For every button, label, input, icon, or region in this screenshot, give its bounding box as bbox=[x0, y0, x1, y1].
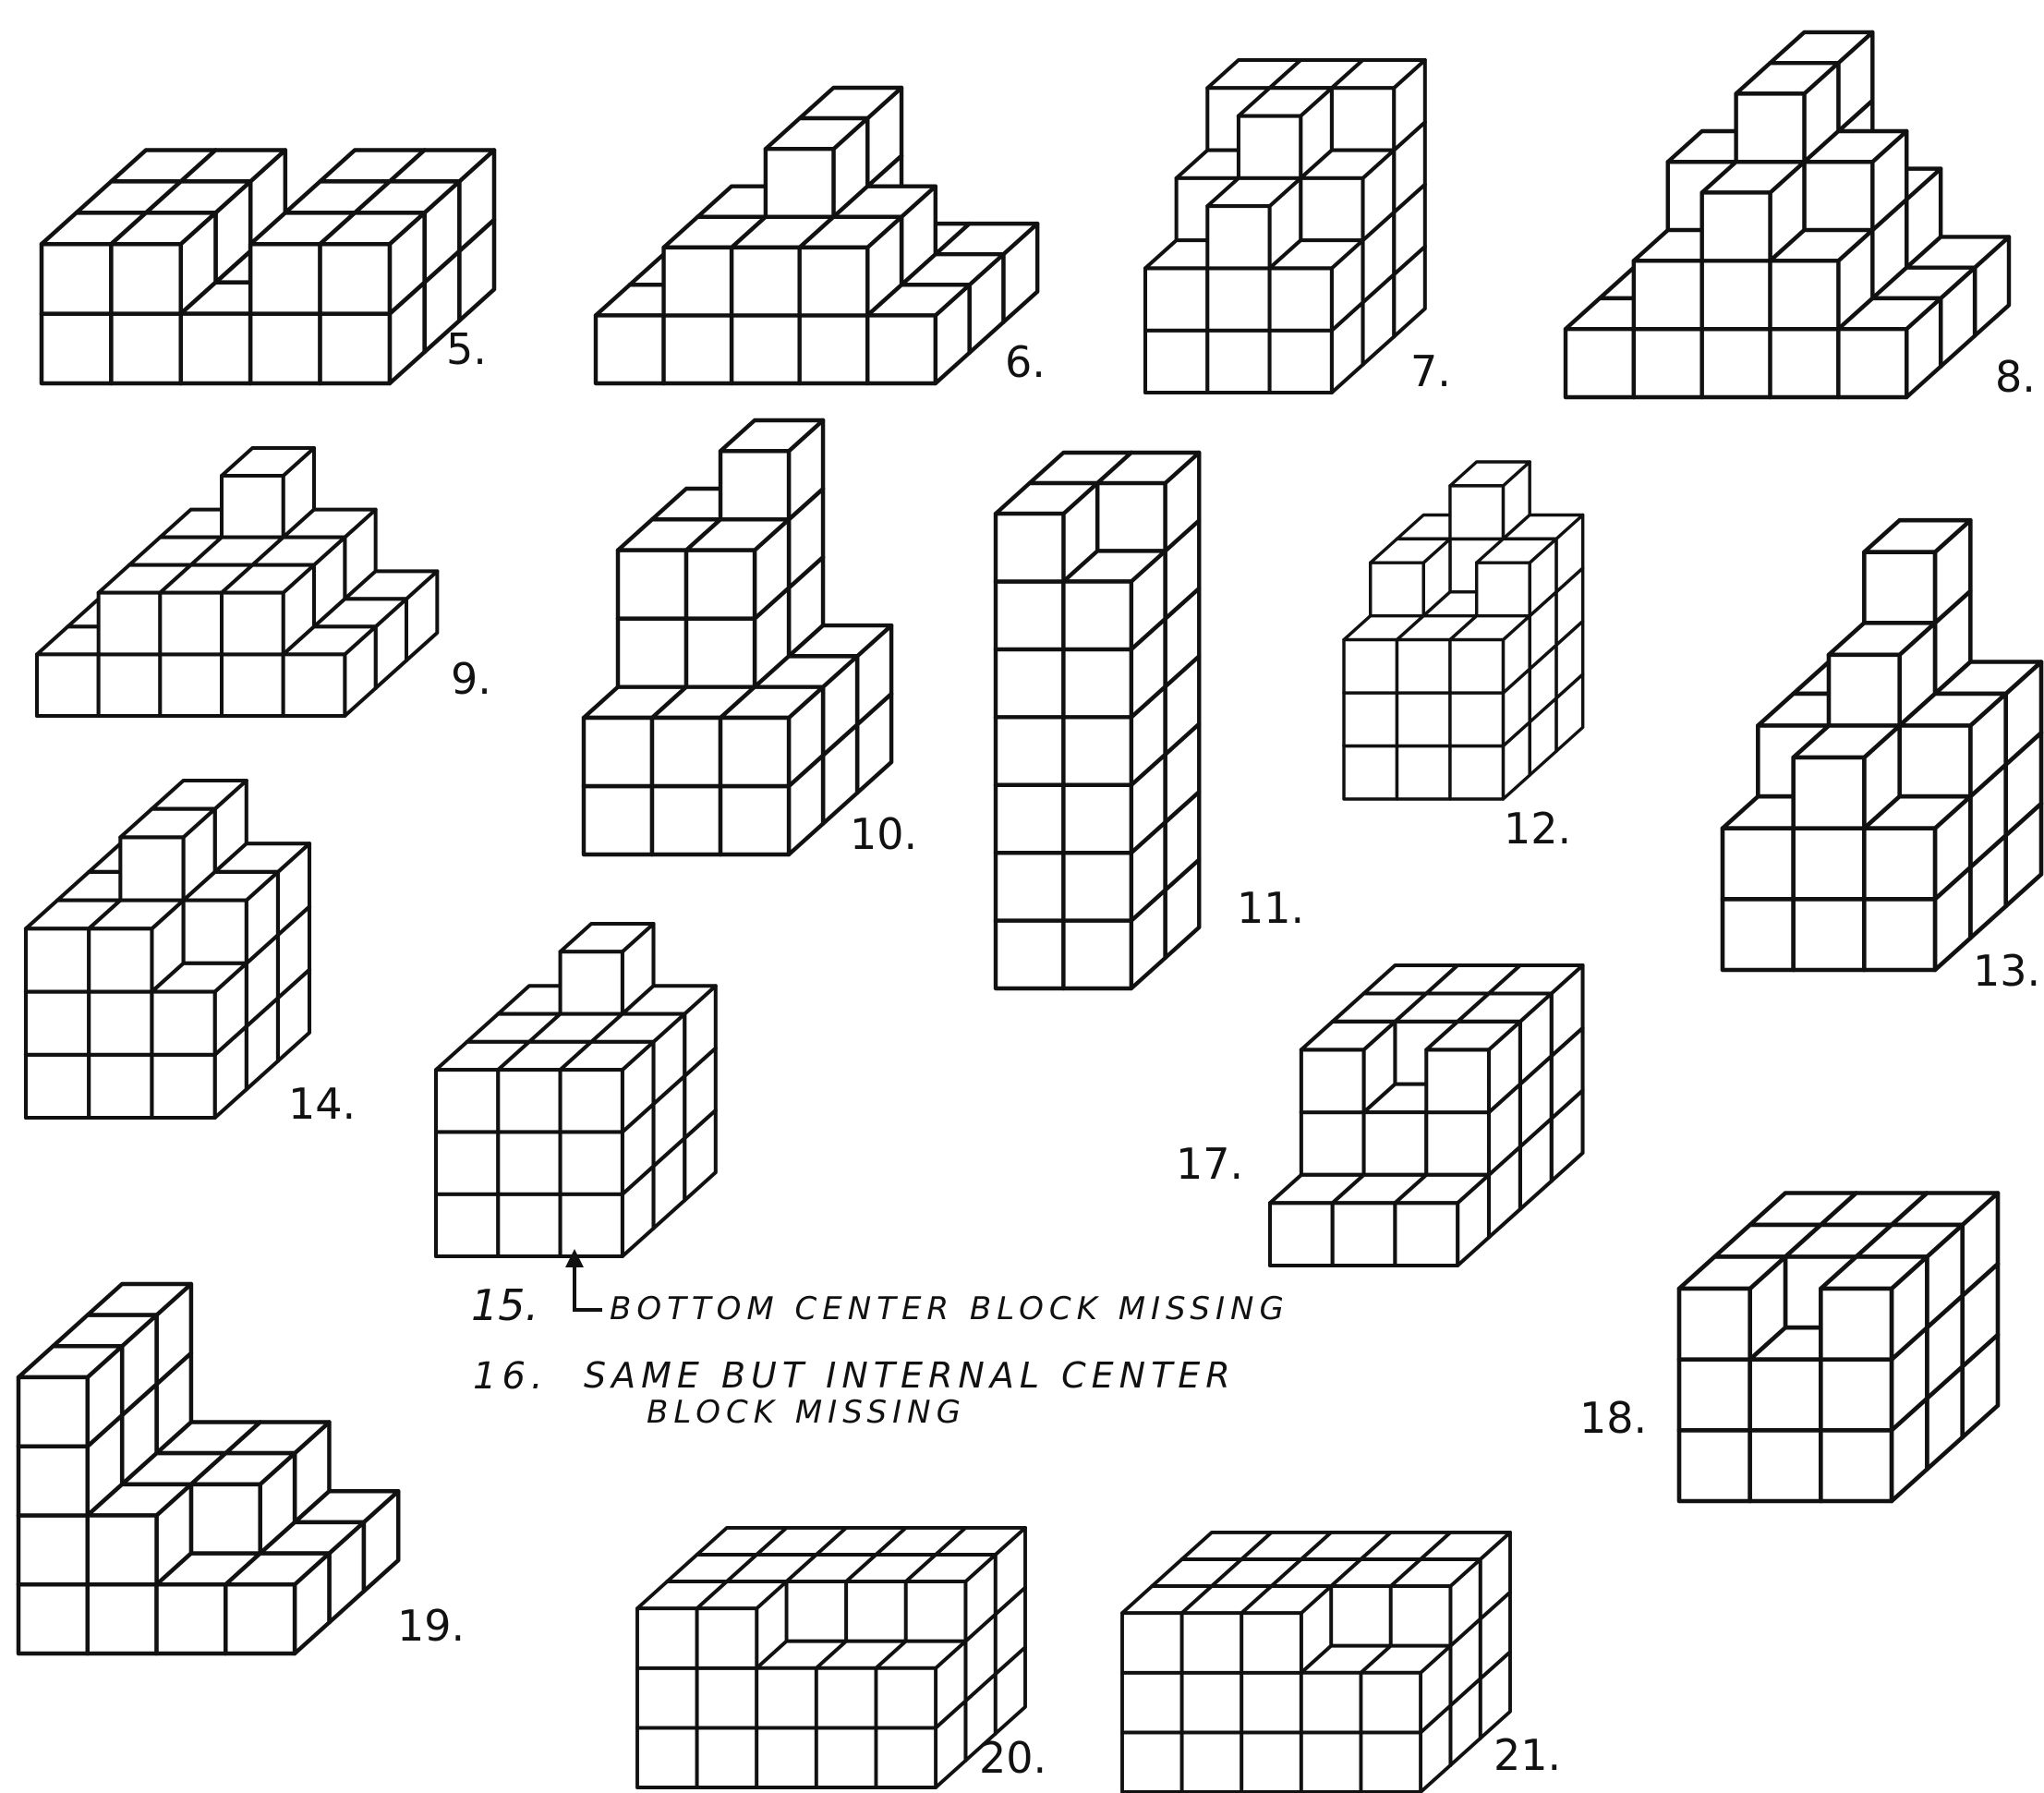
figure-8-cube bbox=[1804, 131, 1906, 230]
figure-10-drawing bbox=[584, 420, 891, 854]
figure-14-cube bbox=[184, 872, 278, 963]
note-16-number: 16. bbox=[473, 1358, 549, 1395]
figure-13-cube bbox=[1900, 694, 2006, 796]
figure-17-cube bbox=[1426, 1022, 1520, 1112]
figure-13-label: 13. bbox=[1973, 950, 2040, 992]
figure-8-drawing bbox=[1566, 32, 2009, 397]
note-16-line2: BLOCK MISSING bbox=[647, 1397, 966, 1428]
figure-12-label: 12. bbox=[1504, 807, 1571, 850]
figure-12-cube bbox=[1477, 539, 1556, 615]
figure-13-cube bbox=[1864, 520, 1970, 623]
figure-13-drawing bbox=[1723, 520, 2041, 970]
figure-21-drawing bbox=[1122, 1533, 1510, 1792]
figure-13-cube bbox=[1864, 796, 1970, 899]
figure-10-cube bbox=[720, 687, 823, 786]
figure-11-drawing bbox=[996, 453, 1199, 988]
figure-10-label: 10. bbox=[850, 813, 917, 855]
figure-15-cube bbox=[561, 1042, 654, 1133]
figure-18-label: 18. bbox=[1579, 1397, 1647, 1439]
figure-19-label: 19. bbox=[397, 1605, 465, 1647]
figure-20-label: 20. bbox=[979, 1737, 1046, 1779]
figure-6-label: 6. bbox=[1005, 341, 1046, 383]
figure-11-cube bbox=[1097, 453, 1199, 551]
figure-7-cube bbox=[1300, 151, 1394, 241]
figure-9-drawing bbox=[37, 448, 437, 716]
figure-20-cube bbox=[906, 1555, 996, 1642]
figure-21-cube bbox=[1391, 1559, 1481, 1646]
figure-17-drawing bbox=[1270, 965, 1583, 1266]
figure-14-drawing bbox=[26, 781, 309, 1118]
figure-21-cube bbox=[1361, 1646, 1450, 1733]
figure-5-cube bbox=[321, 212, 425, 313]
figure-12-drawing bbox=[1344, 462, 1583, 799]
figure-19-cube bbox=[18, 1346, 122, 1446]
figure-8-cube bbox=[1838, 298, 1941, 397]
figure-18-cube bbox=[1820, 1257, 1927, 1360]
figure-18-drawing bbox=[1679, 1193, 1998, 1502]
figure-14-label: 14. bbox=[288, 1083, 356, 1125]
figure-15-label: 15. bbox=[471, 1284, 538, 1327]
figure-15-drawing bbox=[436, 924, 716, 1256]
figure-19-drawing bbox=[18, 1284, 398, 1654]
figure-10-cube bbox=[720, 420, 823, 519]
figure-7-label: 7. bbox=[1410, 350, 1451, 393]
figure-21-label: 21. bbox=[1494, 1734, 1561, 1776]
figure-11-label: 11. bbox=[1237, 887, 1304, 929]
figure-8-label: 8. bbox=[1995, 356, 2036, 398]
figure-5-drawing bbox=[42, 150, 494, 383]
figure-6-drawing bbox=[596, 88, 1037, 383]
figure-20-drawing bbox=[637, 1528, 1025, 1787]
figure-14-cube bbox=[151, 963, 246, 1055]
figure-9-cube bbox=[284, 626, 376, 716]
note-15-text: BOTTOM CENTER BLOCK MISSING bbox=[610, 1293, 1289, 1325]
figure-20-cube bbox=[876, 1642, 965, 1728]
figure-6-cube bbox=[867, 285, 969, 383]
figure-17-label: 17. bbox=[1176, 1143, 1243, 1185]
figure-17-cube bbox=[1395, 1175, 1489, 1266]
figure-5-label: 5. bbox=[446, 328, 487, 370]
figure-11-cube bbox=[1063, 551, 1165, 648]
figure-19-cube bbox=[225, 1554, 329, 1654]
figure-10-cube bbox=[686, 519, 789, 618]
figure-7-cube bbox=[1270, 240, 1363, 331]
figure-7-drawing bbox=[1145, 60, 1425, 393]
figure-7-cube bbox=[1332, 60, 1425, 151]
figure-12-cube bbox=[1450, 616, 1530, 693]
figure-9-label: 9. bbox=[451, 658, 491, 700]
note-16-line1: SAME BUT INTERNAL CENTER bbox=[584, 1358, 1236, 1393]
